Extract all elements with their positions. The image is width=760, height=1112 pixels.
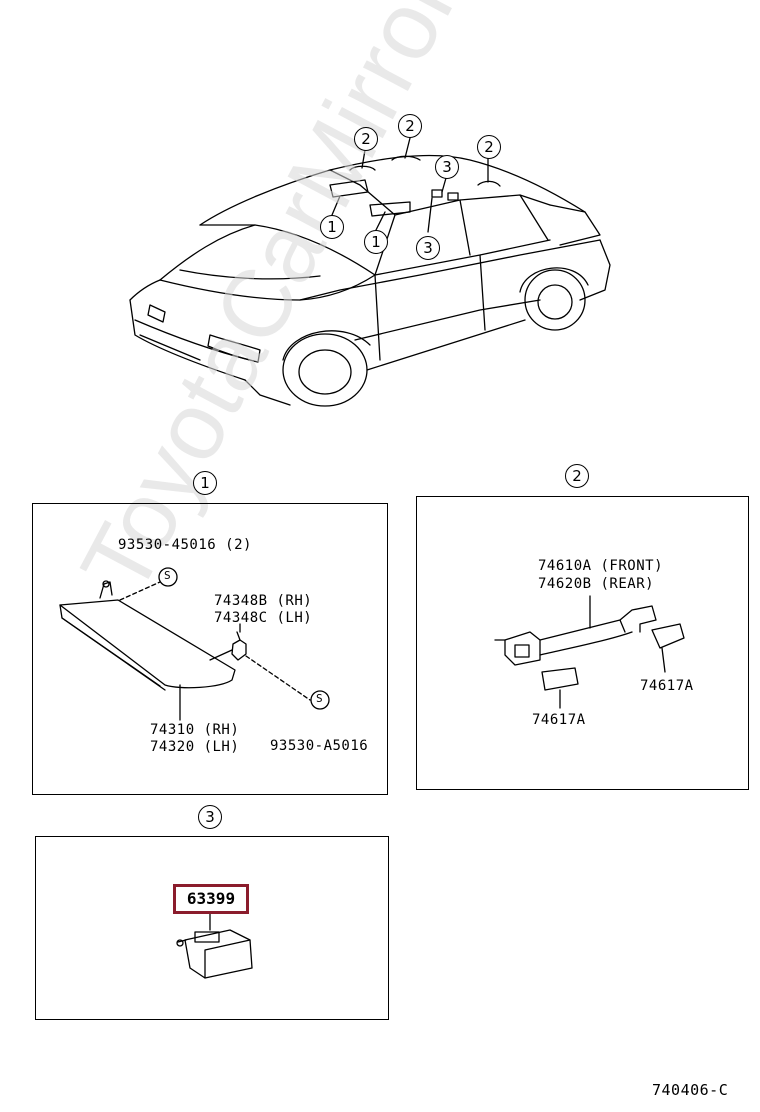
screw-symbol-a: S xyxy=(164,569,172,582)
panel-assist-grip xyxy=(416,496,749,790)
panel-sun-visor xyxy=(32,503,388,795)
panel-interior-lamp xyxy=(35,836,389,1020)
part-number-74610a: 74610A (FRONT) xyxy=(538,558,664,574)
diagram-code: 740406-C xyxy=(652,1081,729,1099)
callout-2-b: 2 xyxy=(398,114,422,138)
part-number-93530-45016: 93530-45016 (2) xyxy=(118,537,252,553)
part-number-74310: 74310 (RH) xyxy=(150,722,240,738)
section-3-header: 3 xyxy=(198,805,222,829)
section-1-header: 1 xyxy=(193,471,217,495)
part-number-74617a-bottom: 74617A xyxy=(532,712,586,728)
screw-symbol-b: S xyxy=(316,692,324,705)
part-number-74620b: 74620B (REAR) xyxy=(538,576,655,592)
callout-2-a: 2 xyxy=(354,127,378,151)
callout-3-a: 3 xyxy=(435,155,459,179)
part-number-74348c: 74348C (LH) xyxy=(214,610,313,626)
part-number-74320: 74320 (LH) xyxy=(150,739,240,755)
callout-1-b: 1 xyxy=(364,230,388,254)
callout-2-c: 2 xyxy=(477,135,501,159)
sun-visor-drawing xyxy=(59,567,330,721)
assist-grip-drawing xyxy=(494,595,685,709)
highlighted-part-63399[interactable]: 63399 xyxy=(173,884,249,914)
part-number-93530-a5016: 93530-A5016 xyxy=(270,738,369,754)
callout-3-b: 3 xyxy=(416,236,440,260)
car-illustration xyxy=(129,137,611,407)
part-number-74617a-right: 74617A xyxy=(640,678,694,694)
callout-1-a: 1 xyxy=(320,215,344,239)
section-2-header: 2 xyxy=(565,464,589,488)
interior-lamp-drawing xyxy=(176,911,253,979)
part-number-74348b: 74348B (RH) xyxy=(214,593,313,609)
